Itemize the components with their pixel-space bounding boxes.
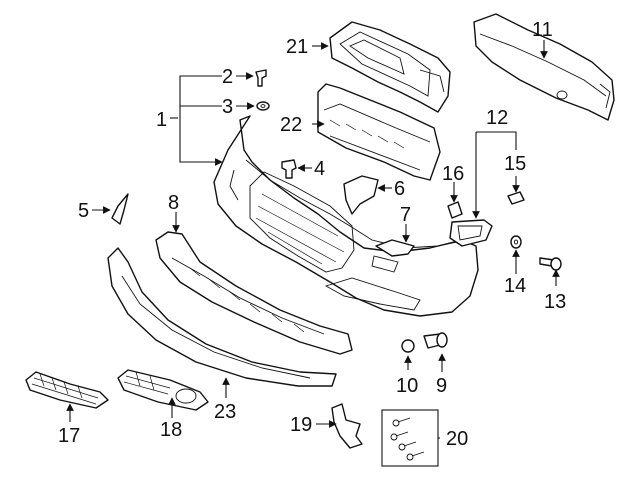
bolt-part-9 bbox=[423, 332, 448, 349]
reinforcement-bar bbox=[155, 231, 353, 355]
callout-9: 9 bbox=[436, 375, 447, 397]
leader-lines bbox=[66, 40, 560, 439]
callout-14: 14 bbox=[504, 275, 526, 297]
callout-labels: 1 2 3 4 5 6 7 8 9 10 11 12 13 14 15 16 1… bbox=[58, 19, 566, 450]
air-guide bbox=[317, 83, 441, 181]
callout-18: 18 bbox=[160, 419, 182, 441]
washer-part-14 bbox=[510, 235, 522, 249]
callout-4: 4 bbox=[314, 158, 325, 180]
washer-part-3 bbox=[256, 101, 270, 111]
callout-22: 22 bbox=[280, 114, 302, 136]
callout-13: 13 bbox=[544, 291, 566, 313]
callout-7: 7 bbox=[400, 204, 411, 226]
bracket-part-19 bbox=[331, 403, 363, 449]
screw-part-2 bbox=[255, 69, 267, 87]
callout-12: 12 bbox=[486, 107, 508, 129]
callout-8: 8 bbox=[168, 192, 179, 214]
callout-20: 20 bbox=[446, 428, 468, 450]
callout-11: 11 bbox=[532, 19, 553, 41]
bracket-part-6 bbox=[343, 175, 379, 215]
callout-1: 1 bbox=[156, 109, 167, 131]
clip-part-4 bbox=[281, 159, 297, 179]
callout-23: 23 bbox=[214, 401, 236, 423]
callout-15: 15 bbox=[504, 153, 526, 175]
bracket-part-7 bbox=[375, 239, 415, 257]
clip-part-16 bbox=[447, 201, 463, 219]
bumper-cover bbox=[213, 115, 479, 317]
washer-part-10 bbox=[401, 339, 415, 353]
callout-2: 2 bbox=[222, 66, 233, 88]
callout-3: 3 bbox=[222, 96, 233, 118]
callout-21: 21 bbox=[286, 36, 308, 58]
callout-19: 19 bbox=[290, 414, 312, 436]
callout-5: 5 bbox=[78, 200, 89, 222]
fog-grille-left bbox=[25, 371, 109, 409]
bracket-part-12 bbox=[449, 219, 493, 247]
bolt-part-13 bbox=[539, 257, 562, 271]
callout-6: 6 bbox=[394, 178, 405, 200]
fog-grille-right bbox=[117, 369, 209, 411]
clip-part-5 bbox=[111, 193, 129, 225]
lower-spoiler bbox=[107, 247, 337, 387]
nut-part-15 bbox=[507, 191, 525, 205]
callout-17: 17 bbox=[58, 425, 80, 447]
screw-kit bbox=[381, 409, 439, 467]
callout-10: 10 bbox=[396, 375, 418, 397]
callout-16: 16 bbox=[442, 163, 464, 185]
energy-absorber bbox=[473, 13, 615, 121]
upper-support-bracket bbox=[329, 21, 451, 113]
